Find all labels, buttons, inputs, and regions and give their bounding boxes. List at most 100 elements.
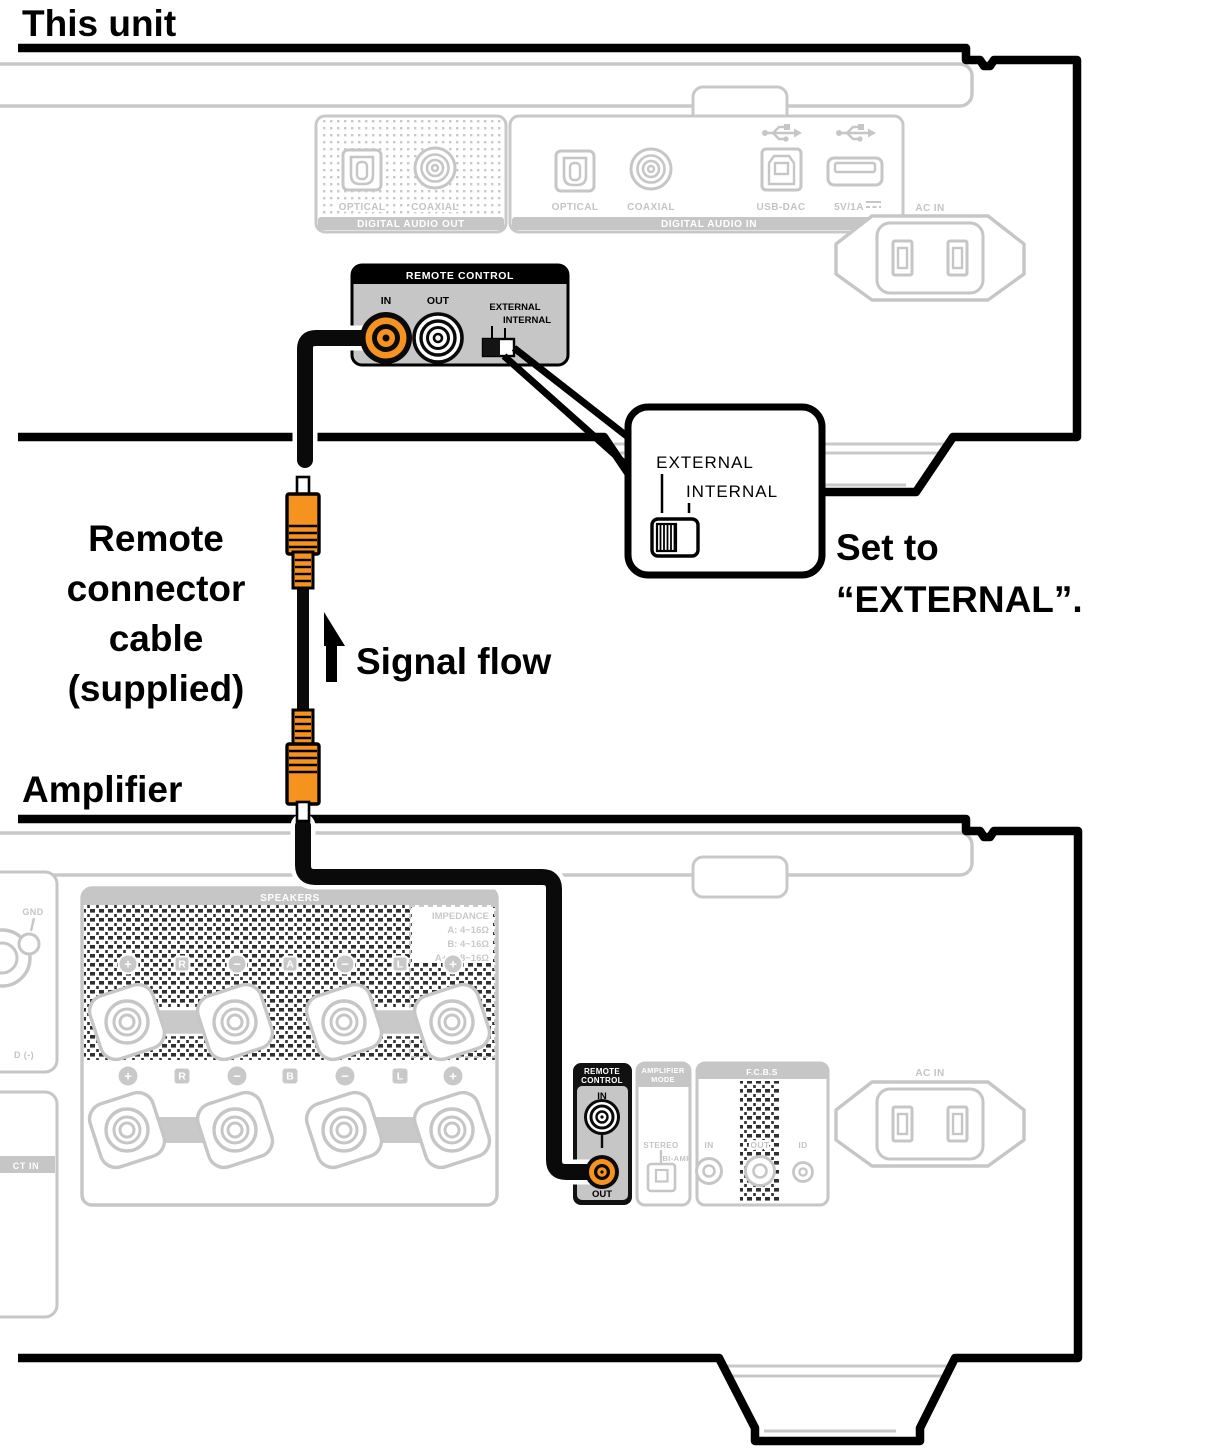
- remote-in-jack: [360, 312, 412, 364]
- this-unit-rear-panel: DIGITAL AUDIO OUT OPTICAL COAXIAL DIGITA…: [0, 43, 1082, 497]
- signal-flow-arrow-icon: [324, 612, 345, 646]
- ac-inlet-icon-amp: [834, 1080, 1026, 1168]
- cable-plug-bottom: [285, 708, 321, 823]
- badge-b-minus-2: −: [341, 1069, 349, 1084]
- badge-b-plus-r: +: [449, 1069, 457, 1084]
- top-panel-lid-outline: [0, 62, 974, 108]
- signal-flow-annotation: Signal flow: [324, 612, 552, 682]
- badge-a-minus-1: −: [233, 957, 241, 972]
- fcbs-panel: F.C.B.S IN OUT ID: [695, 1061, 830, 1207]
- impedance-b: B: 4~16Ω: [447, 939, 489, 950]
- coaxial-out-label: COAXIAL: [411, 202, 459, 213]
- amp-remote-in-label: IN: [597, 1091, 607, 1102]
- remote-control-title: REMOTE CONTROL: [406, 270, 514, 282]
- coaxial-out-connector-icon: [413, 146, 457, 190]
- speakers-title: SPEAKERS: [260, 893, 320, 904]
- impedance-box: [409, 905, 496, 1058]
- callout-external-label: EXTERNAL: [656, 453, 754, 472]
- badge-a-r: R: [178, 959, 186, 971]
- speaker-row-a-posts: [83, 978, 496, 1066]
- badge-a-l: L: [397, 959, 404, 971]
- badge-a-minus-2: −: [341, 957, 349, 972]
- usb-dac-label: USB-DAC: [757, 202, 806, 213]
- gnd-partial-label: D (-): [14, 1050, 34, 1060]
- amp-mode-title-1: AMPLIFIER: [641, 1066, 684, 1075]
- fcbs-in-label: IN: [704, 1140, 713, 1150]
- ac-in-label-top: AC IN: [915, 203, 944, 214]
- digital-audio-out-panel: DIGITAL AUDIO OUT OPTICAL COAXIAL: [314, 114, 508, 234]
- amp-mode-title-2: MODE: [651, 1075, 675, 1084]
- amplifier-mode-panel: AMPLIFIER MODE STEREO BI-AMP: [635, 1061, 692, 1207]
- external-internal-switch: [481, 337, 516, 358]
- badge-b-l: L: [397, 1071, 404, 1083]
- digital-audio-out-title: DIGITAL AUDIO OUT: [357, 219, 465, 230]
- bi-amp-label: BI-AMP: [662, 1154, 691, 1163]
- badge-b-b: B: [286, 1071, 294, 1083]
- stereo-label: STEREO: [643, 1141, 678, 1150]
- fcbs-id-label: ID: [798, 1140, 807, 1150]
- remote-cable-caption-line2: connector: [67, 568, 246, 609]
- fcbs-out-label: OUT: [750, 1140, 770, 1150]
- dc-symbol-icon: [866, 201, 881, 208]
- amp-remote-out-label: OUT: [592, 1189, 612, 1200]
- ac-inlet-icon-top: [834, 214, 1026, 302]
- remote-out-label: OUT: [427, 295, 450, 307]
- signal-flow-text: Signal flow: [356, 641, 552, 682]
- remote-in-label: IN: [381, 295, 392, 307]
- impedance-a: A: 4~16Ω: [447, 925, 489, 936]
- set-to-text-line1: Set to: [836, 527, 939, 568]
- amp-mode-switch-icon: [646, 1162, 677, 1193]
- coaxial-in-label: COAXIAL: [627, 202, 675, 213]
- callout-internal-label: INTERNAL: [686, 482, 778, 501]
- remote-out-jack: [412, 312, 464, 364]
- speaker-row-b-badges: + R − B − L +: [118, 1066, 463, 1086]
- direct-in-label: CT IN: [13, 1161, 40, 1171]
- optical-out-connector-icon: [341, 148, 383, 192]
- amp-remote-title-2: CONTROL: [581, 1076, 623, 1085]
- external-label: EXTERNAL: [489, 302, 540, 313]
- amp-panel-tab: [691, 855, 789, 899]
- callout-switch-icon: [650, 517, 700, 558]
- gnd-panel: GND D (-): [0, 870, 59, 1074]
- optical-in-connector-icon: [554, 149, 596, 193]
- cable-plug-top: [285, 475, 321, 590]
- remote-cable-caption-line4: (supplied): [68, 668, 245, 709]
- fcbs-title: F.C.B.S: [746, 1067, 777, 1077]
- direct-in-panel: CT IN: [0, 1090, 59, 1319]
- speaker-row-b-posts: [83, 1086, 496, 1174]
- digital-audio-in-title: DIGITAL AUDIO IN: [661, 219, 757, 230]
- badge-a-a: A: [286, 959, 294, 971]
- optical-out-label: OPTICAL: [339, 202, 386, 213]
- fcbs-jacks: [695, 1155, 814, 1187]
- ac-in-label-amp: AC IN: [915, 1068, 944, 1079]
- cable-segment-top: [297, 330, 402, 468]
- speakers-panel: SPEAKERS IMPEDANCE A: 4~16Ω B: 4~16Ω A + B…: [80, 886, 499, 1207]
- badge-b-r: R: [178, 1071, 186, 1083]
- amp-foot-lines: [727, 1364, 948, 1433]
- speaker-row-a-badges: + R − A − L +: [117, 953, 464, 975]
- remote-cable-caption-line1: Remote: [88, 518, 224, 559]
- amp-remote-out-jack: [585, 1155, 619, 1189]
- this-unit-heading: This unit: [22, 3, 176, 44]
- gnd-label: GND: [22, 907, 43, 917]
- impedance-title: IMPEDANCE: [432, 911, 489, 922]
- amp-remote-title-1: REMOTE: [584, 1067, 620, 1076]
- badge-a-plus-r: +: [449, 957, 457, 972]
- amplifier-heading: Amplifier: [22, 769, 182, 810]
- usb-a-port-icon: [826, 156, 884, 187]
- amp-remote-in-jack: [584, 1099, 620, 1135]
- coaxial-in-connector-icon: [629, 147, 673, 191]
- cable-segment-bottom: [295, 818, 612, 1180]
- remote-cable-caption: Remote connector cable (supplied): [67, 518, 246, 709]
- digital-audio-in-panel: DIGITAL AUDIO IN OPTICAL COAXIAL USB-DAC…: [508, 114, 905, 234]
- remote-cable-caption-line3: cable: [109, 618, 204, 659]
- usb-power-label: 5V/1A: [834, 202, 864, 213]
- optical-in-label: OPTICAL: [552, 202, 599, 213]
- badge-b-minus-1: −: [233, 1069, 241, 1084]
- badge-a-plus-l: +: [124, 957, 132, 972]
- set-to-text-line2: “EXTERNAL”.: [836, 579, 1083, 620]
- amplifier-rear-panel: GND D (-) CT IN SPEAKERS IMPEDANCE A: 4~…: [0, 814, 1083, 1446]
- usb-b-port-icon: [760, 147, 803, 192]
